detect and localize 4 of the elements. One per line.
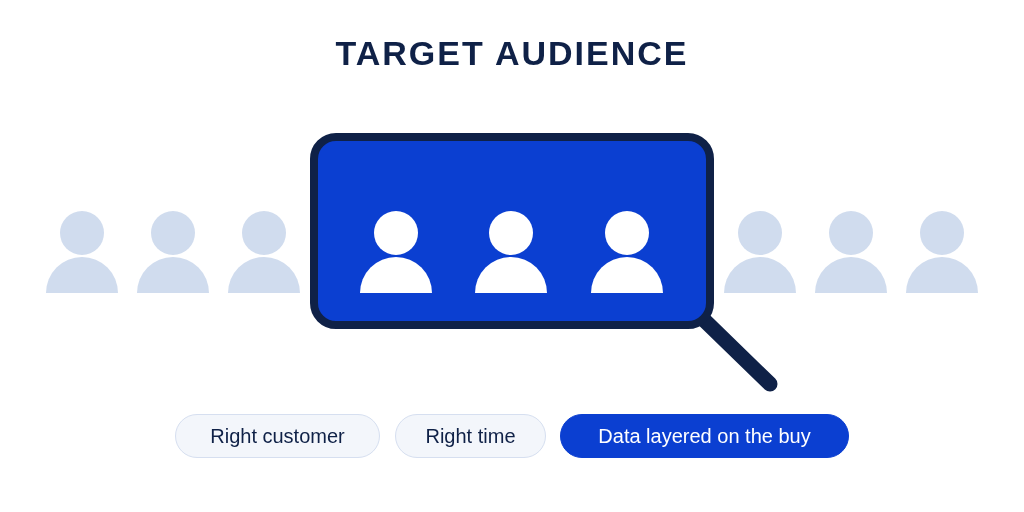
tag-chip: Right customer	[175, 414, 380, 458]
title: TARGET AUDIENCE	[335, 34, 689, 73]
tag-chip: Data layered on the buy	[560, 414, 849, 458]
tag-chip: Right time	[395, 414, 546, 458]
